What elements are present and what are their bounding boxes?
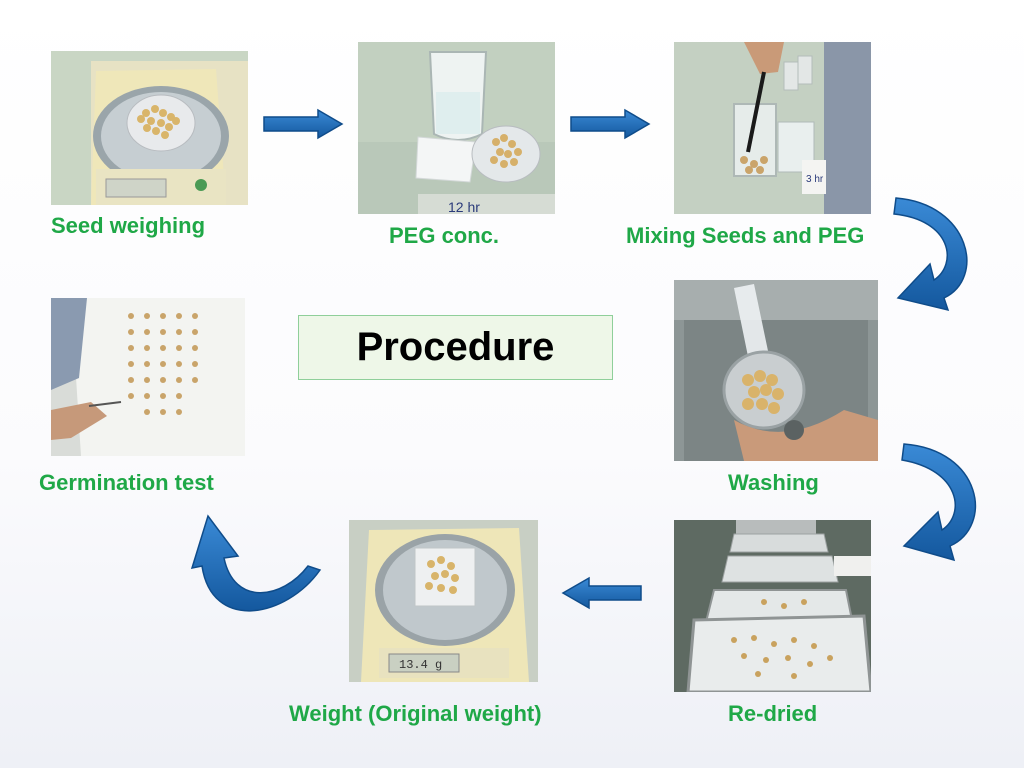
redried-label: Re-dried [728,701,818,726]
beaker-tag-text: 12 hr [448,199,480,214]
weight-photo: 13.4 g [349,520,538,682]
curved-arrow-down-icon [898,438,994,574]
peg-conc-label: PEG conc. [389,223,500,248]
peg-conc-photo: 12 hr [358,42,555,214]
arrow-right-icon [262,108,344,140]
washing-label: Washing [728,470,819,495]
scale-readout-text: 13.4 g [399,658,442,672]
page-title: Procedure [356,325,555,369]
arrow-left-icon [561,576,643,610]
redried-photo [674,520,871,692]
tag-text: 3 hr [806,174,824,185]
seed-weighing-label: Seed weighing [51,213,206,238]
seed-weighing-photo [51,51,248,205]
germination-label: Germination test [39,470,214,495]
title-box: Procedure [298,315,613,380]
curved-arrow-up-icon [190,508,326,628]
mixing-label: Mixing Seeds and PEG [626,223,865,248]
arrow-right-icon [569,108,651,140]
mixing-photo: 3 hr [674,42,871,214]
weight-label: Weight (Original weight) [289,701,542,726]
washing-photo [674,280,878,461]
germination-photo [51,298,245,456]
curved-arrow-down-icon [890,180,986,328]
